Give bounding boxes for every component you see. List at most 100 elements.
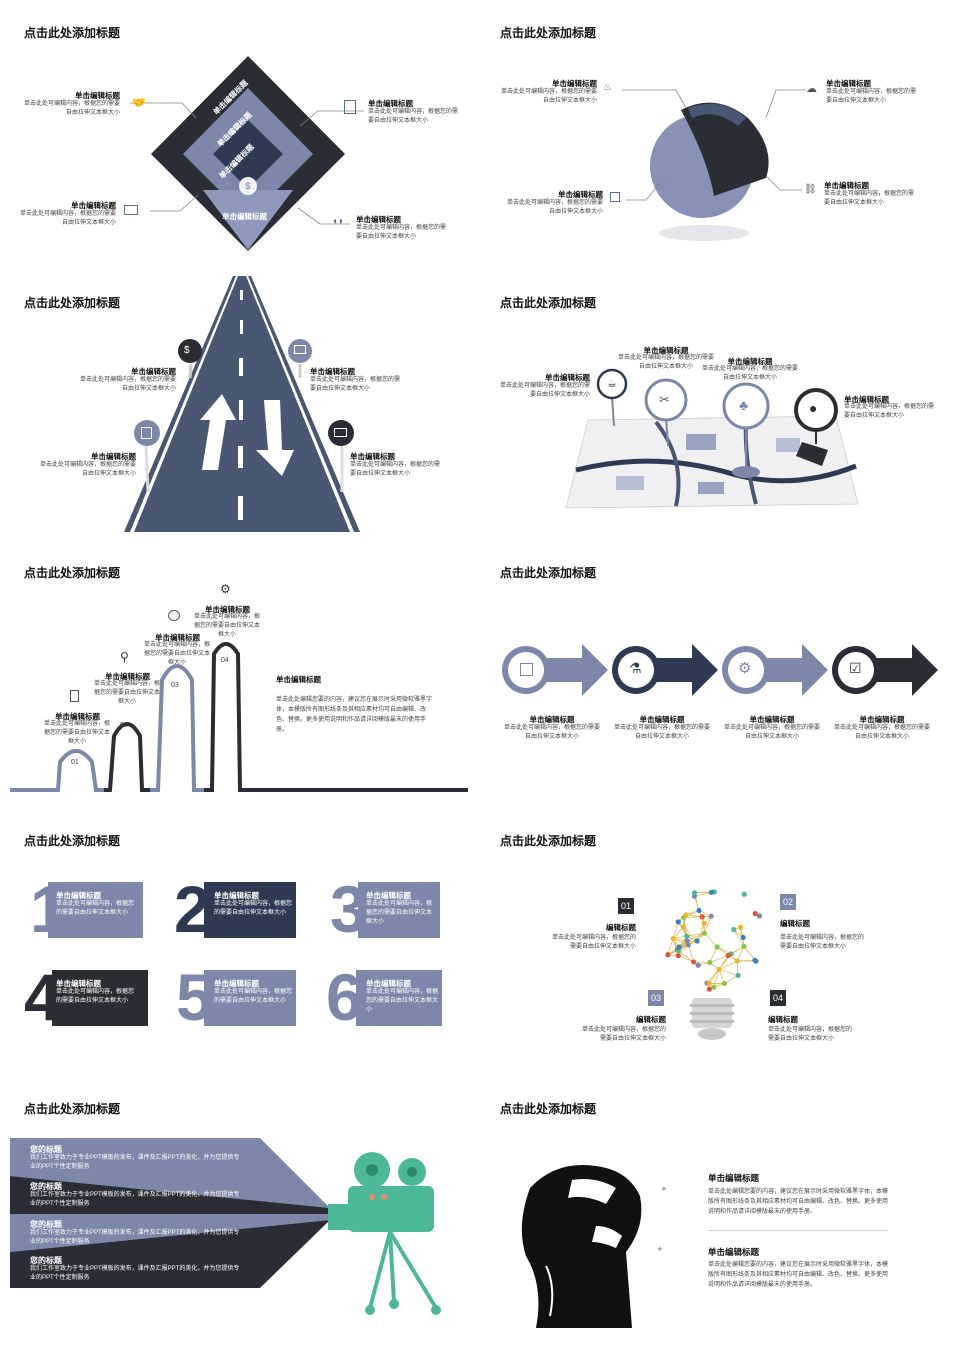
item-body[interactable]: 单击此处可编辑内容，根据您的需要自由拉伸文本框大小: [350, 462, 441, 477]
bulb-node: [701, 930, 707, 936]
number-block-1[interactable]: 1 单击编辑标题 单击此处可编辑内容，根据您的需要自由拉伸文本框大小: [30, 874, 145, 944]
block-heading: 单击编辑标题: [56, 891, 101, 900]
item-heading[interactable]: 编辑标题: [780, 919, 810, 928]
divider: [708, 1230, 888, 1231]
number-block-6[interactable]: 6 单击编辑标题 单击此处可编辑内容，根据您的需要自由拉伸文本框大小: [326, 962, 444, 1032]
item-body[interactable]: 单击此处可编辑内容，根据您的需要自由拉伸文本框大小: [504, 725, 601, 740]
bulb-node: [699, 914, 705, 920]
step-body[interactable]: 单击此处可编辑内容，根据您的需要自由拉伸文本框大小: [143, 642, 210, 666]
item-body[interactable]: 单击此处可编辑内容，根据您的需要自由拉伸文本框大小: [618, 355, 715, 370]
bulb-node: [680, 924, 687, 930]
item-body[interactable]: 我们工作室致力于专业PPT模板的发布，课件及汇报PPT的美化，并为您提供专业的P…: [30, 1230, 240, 1245]
block-heading: 单击编辑标题: [366, 979, 411, 988]
item-body[interactable]: 单击此处可编辑内容，根据您的需要自由拉伸文本框大小: [368, 109, 459, 124]
item-body[interactable]: 单击此处可编辑内容，根据您的需要自由拉伸文本框大小: [780, 935, 865, 950]
link-icon: ⛓: [804, 184, 817, 195]
slide-title[interactable]: 点击此处添加标题: [24, 1102, 121, 1116]
item-body[interactable]: 单击此处可编辑内容，根据您的需要自由拉伸文本框大小: [310, 377, 401, 392]
step-body[interactable]: 单击此处可编辑内容，根据您的需要自由拉伸文本框大小: [193, 614, 260, 638]
side-body[interactable]: 单击此处编辑您要的内容，建议您在展示时采用微软雅黑字体，本模版所有图形线条及其相…: [276, 697, 433, 733]
item-body[interactable]: 单击此处可编辑内容，根据您的需要自由拉伸文本框大小: [500, 383, 591, 398]
item-heading[interactable]: 单击编辑标题: [529, 715, 575, 724]
item-body[interactable]: 单击此处可编辑内容，根据您的需要自由拉伸文本框大小: [500, 89, 597, 104]
item-body[interactable]: 单击此处编辑您要的内容，建议您在展示时采用微软雅黑字体，本模版所有图形线条及其相…: [708, 1262, 889, 1288]
item-heading[interactable]: 编辑标题: [606, 923, 636, 932]
step-heading[interactable]: 单击编辑标题: [205, 605, 250, 614]
bulb-node: [756, 913, 763, 919]
step-body[interactable]: 单击此处可编辑内容，根据您的需要自由拉伸文本框大小: [93, 681, 160, 705]
item-body[interactable]: 单击此处可编辑内容，根据您的需要自由拉伸文本框大小: [582, 1027, 667, 1042]
item-heading[interactable]: 单击编辑标题: [310, 367, 355, 376]
item-heading[interactable]: 单击编辑标题: [91, 452, 136, 461]
item-heading[interactable]: 单击编辑标题: [558, 190, 603, 199]
item-heading[interactable]: 单击编辑标题: [545, 373, 590, 382]
item-heading[interactable]: 单击编辑标题: [708, 1173, 760, 1183]
slide-title[interactable]: 点击此处添加标题: [500, 296, 597, 310]
item-heading[interactable]: 单击编辑标题: [824, 181, 869, 190]
number-block-3[interactable]: 3 单击编辑标题 单击此处可编辑内容，根据您的需要自由拉伸文本框大小: [330, 874, 442, 944]
slide-title[interactable]: 点击此处添加标题: [24, 26, 121, 40]
slide-title[interactable]: 点击此处添加标题: [24, 834, 121, 848]
item-body[interactable]: 单击此处可编辑内容，根据您的需要自由拉伸文本框大小: [768, 1027, 853, 1042]
slide-title[interactable]: 点击此处添加标题: [500, 566, 597, 580]
item-body[interactable]: 单击此处可编辑内容，根据您的需要自由拉伸文本框大小: [724, 725, 821, 740]
item-body[interactable]: 单击此处可编辑内容，根据您的需要自由拉伸文本框大小: [552, 935, 637, 950]
item-body[interactable]: 我们工作室致力于专业PPT模板的发布，课件及汇报PPT的美化，并为您提供专业的P…: [30, 1192, 240, 1207]
item-heading[interactable]: 单击编辑标题: [131, 367, 176, 376]
item-heading[interactable]: 您的标题: [30, 1220, 62, 1229]
step-heading[interactable]: 单击编辑标题: [55, 712, 100, 721]
item-heading[interactable]: 单击编辑标题: [350, 452, 395, 461]
slide-title[interactable]: 点击此处添加标题: [24, 296, 121, 310]
item-body[interactable]: 单击此处可编辑内容，根据您的需要自由拉伸文本框大小: [39, 462, 136, 477]
item-heading[interactable]: 单击编辑标题: [749, 715, 795, 724]
item-body[interactable]: 单击此处可编辑内容，根据您的需要自由拉伸文本框大小: [614, 725, 711, 740]
safe-icon: [610, 192, 620, 202]
bulb-node: [684, 938, 690, 944]
item-body[interactable]: 单击此处可编辑内容，根据您的需要自由拉伸文本框大小: [356, 225, 447, 240]
bulb-node: [707, 959, 713, 966]
side-heading[interactable]: 单击编辑标题: [276, 675, 321, 684]
item-body[interactable]: 单击此处可编辑内容，根据您的需要自由拉伸文本框大小: [702, 366, 799, 381]
item-heading[interactable]: 编辑标题: [768, 1015, 798, 1024]
item-heading[interactable]: 单击编辑标题: [708, 1247, 760, 1257]
item-body[interactable]: 单击此处编辑您要的内容，建议您在展示时采用微软雅黑字体，本模版所有图形线条及其相…: [708, 1189, 889, 1215]
item-heading[interactable]: 单击编辑标题: [75, 91, 120, 100]
item-heading[interactable]: 单击编辑标题: [368, 99, 413, 108]
item-heading[interactable]: 单击编辑标题: [643, 346, 689, 355]
step-heading[interactable]: 单击编辑标题: [105, 672, 150, 681]
number-block-2[interactable]: 2 单击编辑标题 单击此处可编辑内容，根据您的需要自由拉伸文本框大小: [174, 874, 298, 944]
money-bag-icon: $: [184, 345, 190, 356]
number-block-4[interactable]: 4 单击编辑标题 单击此处可编辑内容，根据您的需要自由拉伸文本框大小: [24, 962, 150, 1032]
item-body[interactable]: 单击此处可编辑内容，根据您的需要自由拉伸文本框大小: [19, 211, 116, 226]
item-heading[interactable]: 单击编辑标题: [552, 79, 597, 88]
item-heading[interactable]: 单击编辑标题: [639, 715, 685, 724]
item-heading[interactable]: 您的标题: [30, 1256, 62, 1265]
item-body[interactable]: 我们工作室致力于专业PPT模板的发布，课件及汇报PPT的美化，并为您提供专业的P…: [30, 1266, 240, 1281]
item-body[interactable]: 单击此处可编辑内容，根据您的需要自由拉伸文本框大小: [834, 725, 931, 740]
item-body[interactable]: 单击此处可编辑内容，根据您的需要自由拉伸文本框大小: [844, 404, 935, 419]
item-heading[interactable]: 单击编辑标题: [826, 79, 871, 88]
item-body[interactable]: 单击此处可编辑内容，根据您的需要自由拉伸文本框大小: [23, 101, 120, 116]
item-heading[interactable]: 单击编辑标题: [356, 215, 401, 224]
item-body[interactable]: 单击此处可编辑内容，根据您的需要自由拉伸文本框大小: [79, 377, 176, 392]
item-body[interactable]: 单击此处可编辑内容，根据您的需要自由拉伸文本框大小: [826, 89, 917, 104]
slide-title[interactable]: 点击此处添加标题: [500, 834, 597, 848]
item-body[interactable]: 我们工作室致力于专业PPT模板的发布，课件及汇报PPT的美化，并为您提供专业的P…: [30, 1155, 240, 1170]
step-heading[interactable]: 单击编辑标题: [155, 633, 200, 642]
slide-title[interactable]: 点击此处添加标题: [500, 1102, 597, 1116]
item-heading[interactable]: 您的标题: [30, 1182, 62, 1191]
slide-numbers: 点击此处添加标题 1 单击编辑标题 单击此处可编辑内容，根据您的需要自由拉伸文本…: [0, 808, 468, 1070]
bulb-node: [734, 958, 740, 964]
number-block-5[interactable]: 5 单击编辑标题 单击此处可编辑内容，根据您的需要自由拉伸文本框大小: [176, 962, 298, 1032]
slide-title[interactable]: 点击此处添加标题: [500, 26, 597, 40]
item-heading[interactable]: 编辑标题: [636, 1015, 666, 1024]
slide-title[interactable]: 点击此处添加标题: [24, 566, 121, 580]
step-body[interactable]: 单击此处可编辑内容，根据您的需要自由拉伸文本框大小: [43, 721, 110, 745]
item-heading[interactable]: 单击编辑标题: [727, 357, 773, 366]
item-heading[interactable]: 您的标题: [30, 1145, 62, 1154]
item-body[interactable]: 单击此处可编辑内容，根据您的需要自由拉伸文本框大小: [824, 191, 915, 206]
item-heading[interactable]: 单击编辑标题: [71, 201, 116, 210]
item-body[interactable]: 单击此处可编辑内容，根据您的需要自由拉伸文本框大小: [506, 200, 603, 215]
item-heading[interactable]: 单击编辑标题: [859, 715, 905, 724]
item-heading[interactable]: 单击编辑标题: [844, 395, 889, 404]
